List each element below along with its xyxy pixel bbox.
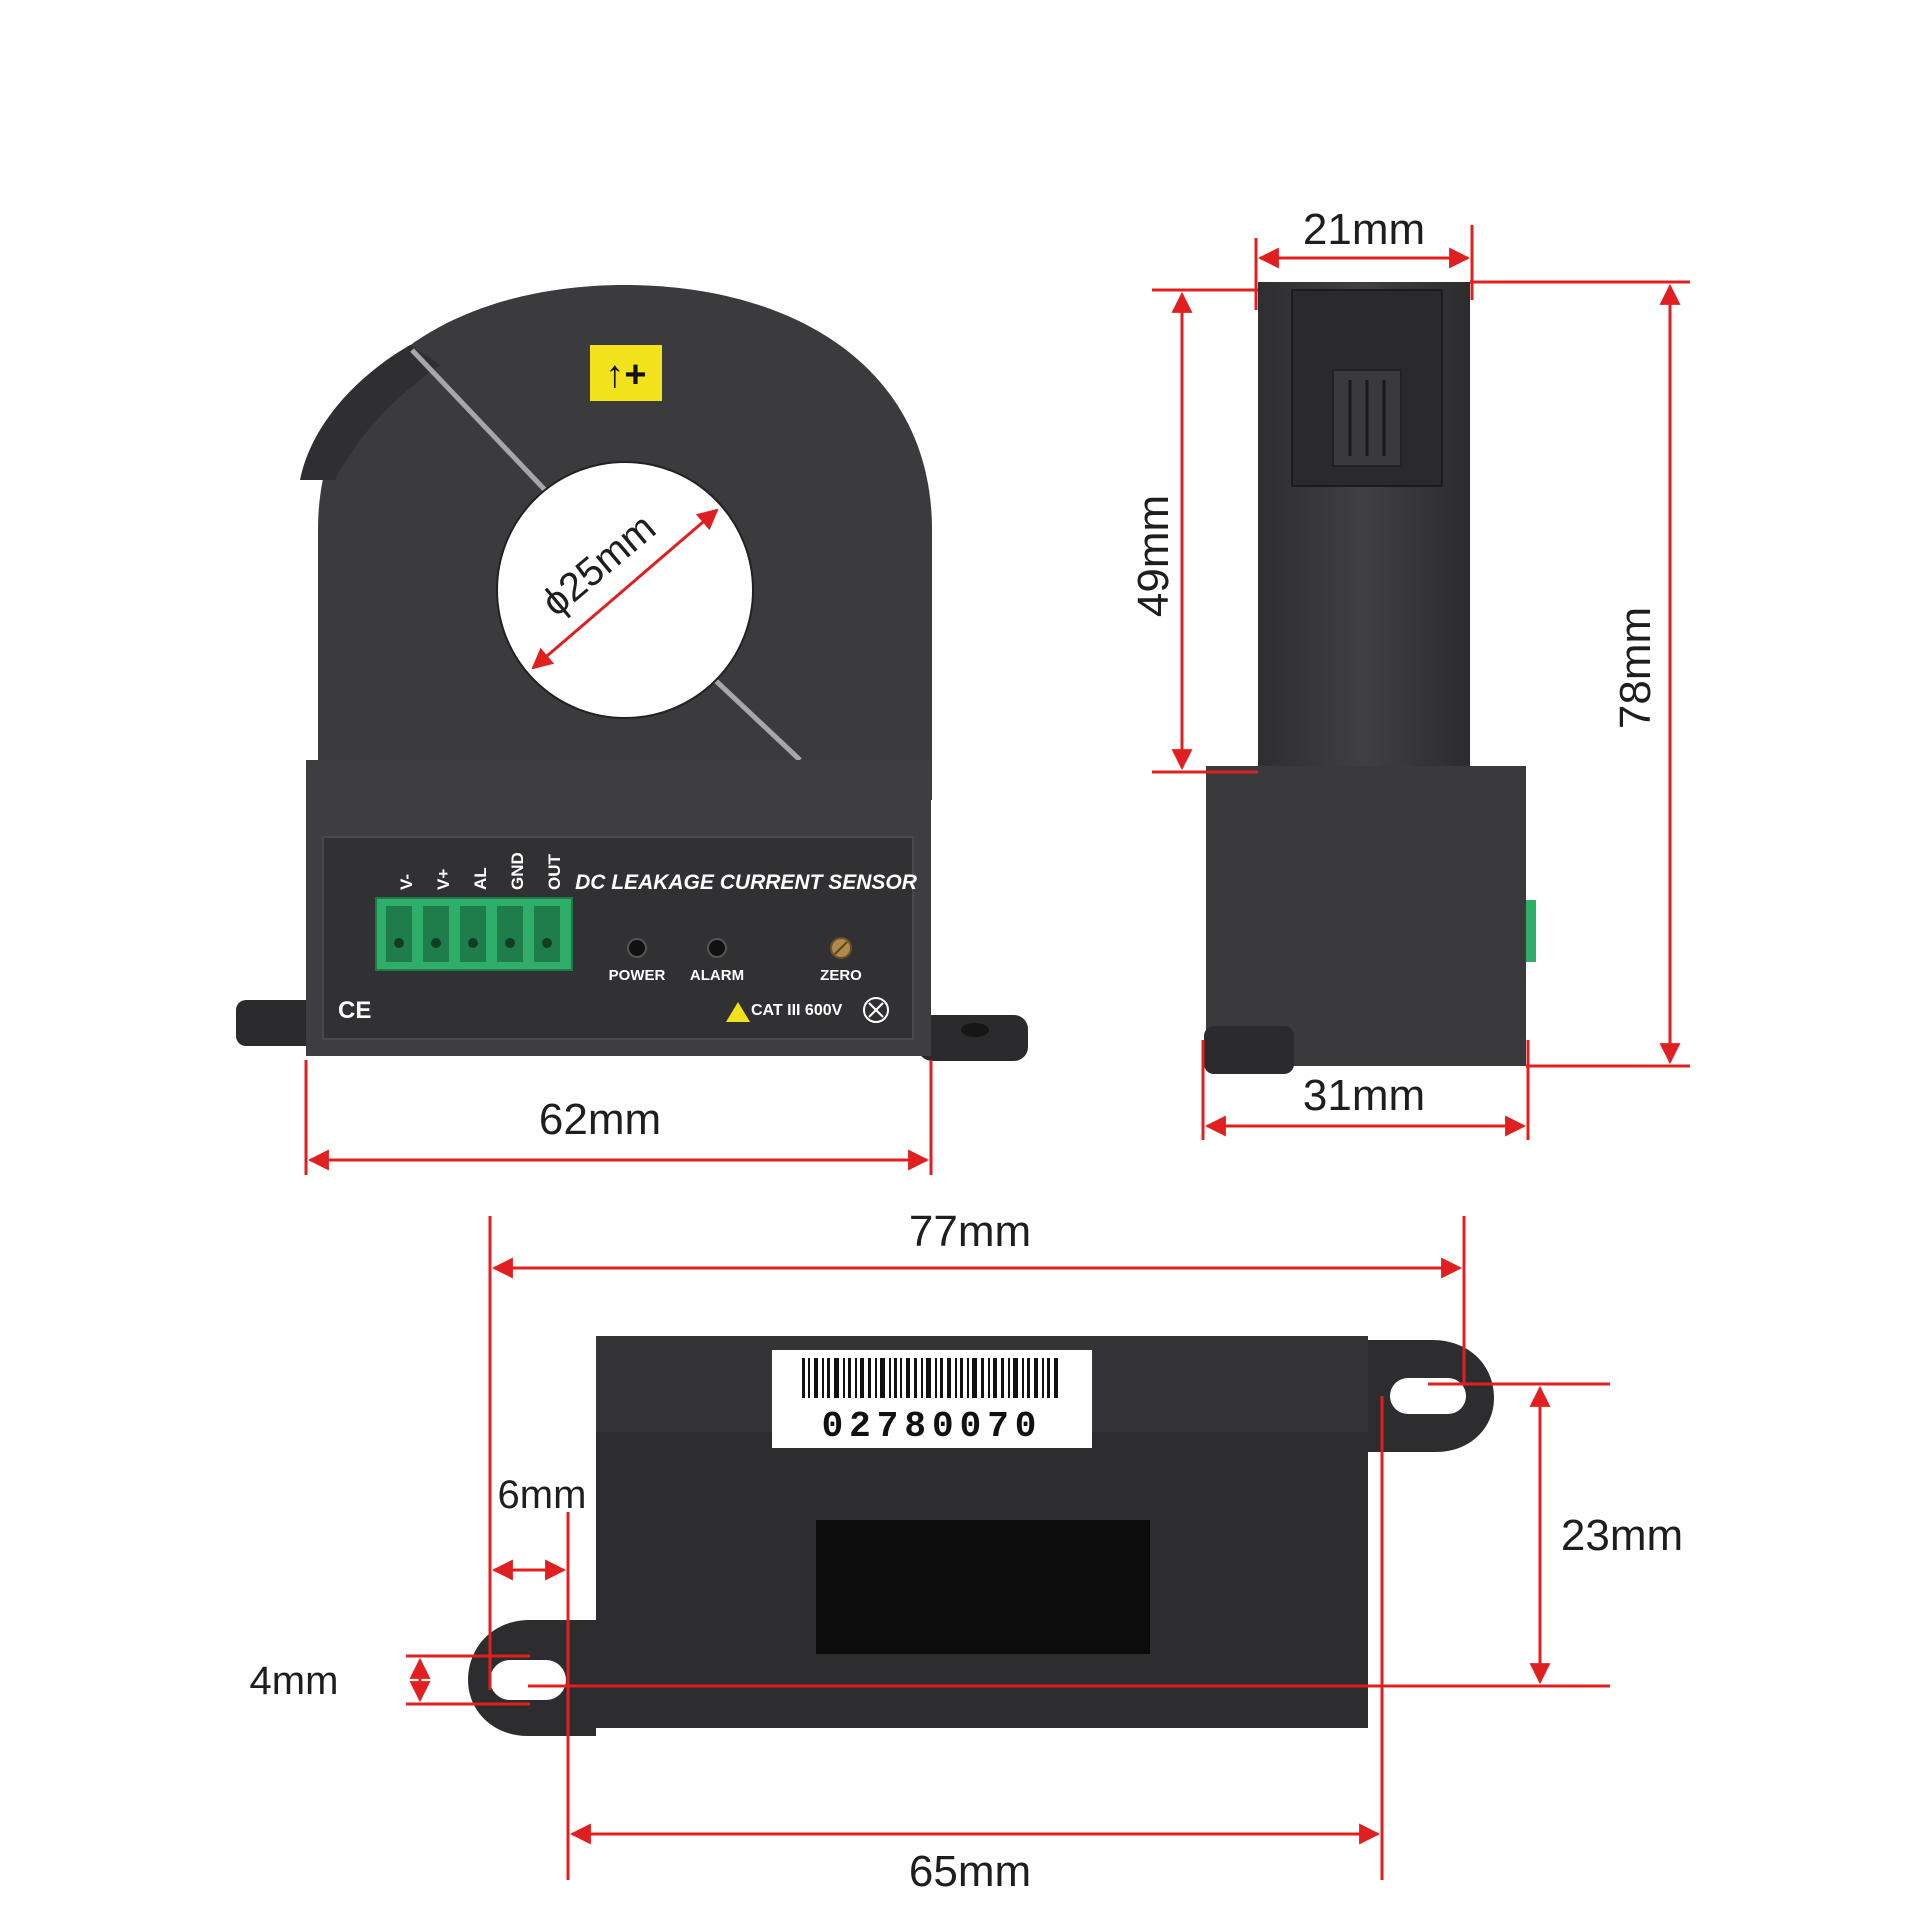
side-top-width-dim: 21mm (1303, 205, 1425, 254)
weee-icon (863, 997, 889, 1023)
terminal-label-out: OUT (545, 854, 564, 891)
front-clamp (300, 345, 440, 480)
front-right-ear (918, 1015, 1028, 1061)
ce-mark: CE (338, 997, 371, 1024)
front-panel (322, 836, 914, 1040)
warning-icon (726, 1002, 750, 1022)
side-base-width-dim: 31mm (1303, 1071, 1425, 1120)
power-led (627, 938, 647, 958)
bottom-view: 02780070 77mm 6mm 4mm 65mm 23mm (250, 1207, 1684, 1896)
sensor-title: DC LEAKAGE CURRENT SENSOR (575, 871, 918, 894)
terminal-slots (386, 906, 560, 962)
zero-label: ZERO (820, 967, 862, 984)
front-view: ↑+ V- V+ AL GND OUT DC LEAKAGE CURRENT S… (236, 285, 1028, 1175)
hole-diameter-dim-line (531, 508, 719, 670)
power-led-label: POWER (609, 967, 666, 984)
side-terminal-edge (1526, 900, 1536, 962)
terminal-label-v-plus: V+ (434, 869, 453, 890)
barcode-number: 02780070 (822, 1406, 1043, 1447)
side-upper-height-dim: 49mm (1129, 495, 1178, 617)
direction-label (590, 345, 662, 401)
terminal-label-gnd: GND (508, 852, 527, 890)
barcode-bars (802, 1358, 1058, 1398)
bottom-hole-offset-dim: 6mm (498, 1473, 587, 1517)
barcode-label (772, 1350, 1092, 1448)
bottom-overall-width-dim: 77mm (909, 1207, 1031, 1256)
front-width-dim: 62mm (539, 1095, 661, 1144)
alarm-led-label: ALARM (690, 967, 744, 984)
direction-label-text: ↑+ (605, 354, 646, 396)
bottom-window (816, 1520, 1150, 1654)
cat-rating: CAT III 600V (751, 1002, 843, 1019)
alarm-led (707, 938, 727, 958)
side-lower-box (1206, 766, 1526, 1066)
side-view: 21mm 49mm 78mm 31mm (1129, 205, 1690, 1140)
side-total-height-dim: 78mm (1611, 607, 1660, 729)
bottom-left-slot (490, 1660, 566, 1700)
terminal-label-al: AL (471, 867, 490, 890)
bottom-hole-spacing-dim: 65mm (909, 1847, 1031, 1896)
bottom-right-slot (1390, 1378, 1466, 1414)
front-left-ear (236, 1000, 316, 1046)
bottom-hole-vertical-dim: 23mm (1561, 1511, 1683, 1560)
front-seam-bottom (713, 678, 802, 762)
terminal-label-v-minus: V- (397, 874, 416, 890)
side-foot (1204, 1026, 1294, 1074)
bottom-hole-dia-dim: 4mm (250, 1659, 339, 1703)
front-seam-top (410, 348, 547, 492)
